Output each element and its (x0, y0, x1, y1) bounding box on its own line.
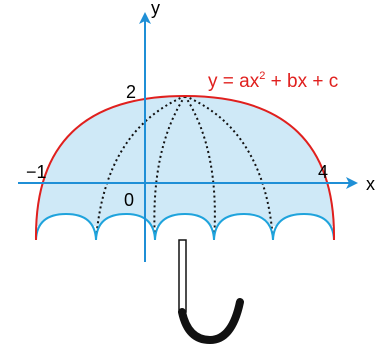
y-axis-label: y (151, 0, 160, 18)
x-axis-arrowhead (346, 177, 358, 189)
canopy-scallops (35, 212, 335, 241)
parabola-curve (34, 94, 336, 241)
parabola-equation: y = ax2 + bx + c (208, 70, 338, 92)
rib-2 (153, 95, 186, 241)
origin-label: 0 (124, 190, 134, 210)
rib-4 (184, 95, 274, 241)
equation-tail: + bx + c (265, 71, 338, 92)
equation-lead: y = ax (208, 71, 260, 92)
scallop-5 (272, 212, 335, 241)
x-intercept-left-label: −1 (26, 162, 47, 182)
rib-3 (184, 95, 216, 241)
scallop-2 (95, 212, 156, 241)
scallop-4 (213, 212, 274, 241)
x-intercept-right-label: 4 (318, 162, 328, 182)
y-axis-arrowhead (139, 12, 151, 24)
rib-1 (95, 95, 186, 241)
equation-exponent: 2 (259, 70, 265, 82)
scallop-3 (154, 212, 215, 241)
umbrella-shaft (178, 239, 187, 313)
y-intercept-label: 2 (126, 82, 136, 102)
umbrella-hook (178, 298, 244, 345)
scallop-1 (35, 212, 97, 241)
x-axis-label: x (366, 174, 375, 194)
umbrella-ribs (95, 95, 274, 241)
umbrella-canopy (36, 96, 334, 226)
